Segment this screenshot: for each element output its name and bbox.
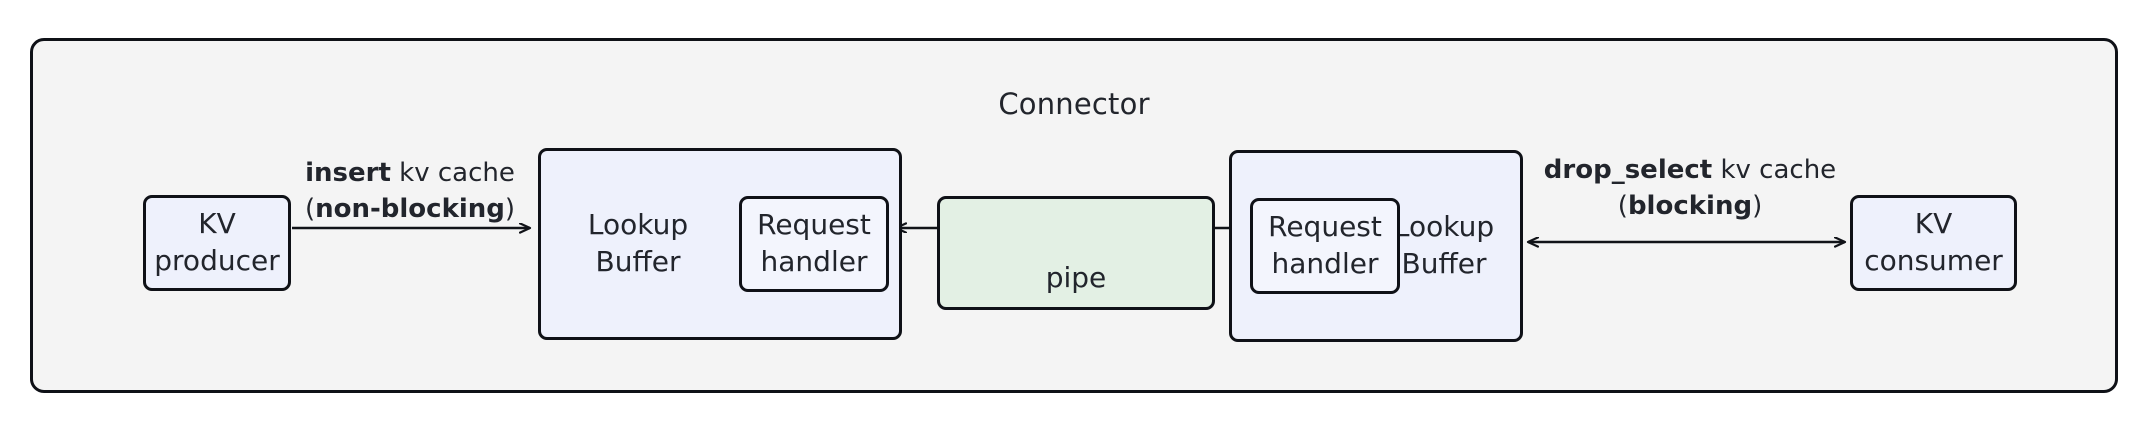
edge-label-drop-select: drop_select kv cache (blocking) <box>1535 153 1845 225</box>
node-kv-consumer-label: KV consumer <box>1864 206 2003 280</box>
node-kv-consumer[interactable]: KV consumer <box>1850 195 2017 291</box>
edge-label-drop-select-mode: blocking <box>1627 190 1753 221</box>
edge-label-insert-bold: insert <box>305 158 391 188</box>
connector-title: Connector <box>998 87 1150 121</box>
edge-label-insert: insert kv cache (non-blocking) <box>290 156 530 228</box>
edge-label-drop-select-open: ( <box>1617 190 1628 221</box>
node-request-handler-right-label-line1: Request <box>1268 210 1382 244</box>
edge-label-insert-line2: (non-blocking) <box>290 192 530 228</box>
node-lookup-buffer-left-label: Lookup Buffer <box>563 207 713 281</box>
node-lookup-buffer-right-label-line2: Buffer <box>1401 247 1487 280</box>
node-request-handler-right-label: Request handler <box>1268 209 1382 283</box>
edge-label-insert-rest: kv cache <box>390 158 515 188</box>
edge-label-drop-select-bold: drop_select <box>1543 155 1713 185</box>
edge-label-drop-select-rest: kv cache <box>1712 155 1837 185</box>
edge-label-insert-close: ) <box>504 193 516 224</box>
node-lookup-buffer-left[interactable]: Lookup Buffer Request handler <box>538 148 902 340</box>
node-lookup-buffer-left-label-line2: Buffer <box>595 245 681 278</box>
node-kv-consumer-label-line2: consumer <box>1864 244 2003 277</box>
node-kv-producer-label-line1: KV <box>198 207 236 241</box>
node-request-handler-left-label-line1: Request <box>757 208 871 242</box>
node-lookup-buffer-right-label-line1: Lookup <box>1393 210 1495 244</box>
node-lookup-buffer-left-label-line1: Lookup <box>587 208 689 242</box>
edge-label-drop-select-line2: (blocking) <box>1535 189 1845 225</box>
node-kv-producer-label-line2: producer <box>154 244 280 277</box>
node-lookup-buffer-right[interactable]: Request handler Lookup Buffer <box>1229 150 1523 342</box>
node-kv-consumer-label-line1: KV <box>1914 207 1953 241</box>
node-request-handler-right-label-line2: handler <box>1271 247 1379 280</box>
node-request-handler-right[interactable]: Request handler <box>1250 198 1400 294</box>
edge-label-insert-line1: insert kv cache <box>290 156 530 192</box>
edge-label-drop-select-close: ) <box>1752 190 1763 221</box>
node-pipe[interactable]: pipe <box>937 196 1215 310</box>
node-request-handler-left-label-line2: handler <box>760 245 868 278</box>
edge-label-insert-mode: non-blocking <box>315 193 505 224</box>
edge-label-insert-open: ( <box>304 193 316 224</box>
node-lookup-buffer-right-label: Lookup Buffer <box>1382 209 1506 283</box>
node-request-handler-left[interactable]: Request handler <box>739 196 889 292</box>
node-kv-producer-label: KV producer <box>154 206 279 280</box>
edge-label-drop-select-line1: drop_select kv cache <box>1535 153 1845 189</box>
node-kv-producer[interactable]: KV producer <box>143 195 291 291</box>
node-pipe-label: pipe <box>1045 261 1107 295</box>
node-request-handler-left-label: Request handler <box>757 207 871 281</box>
